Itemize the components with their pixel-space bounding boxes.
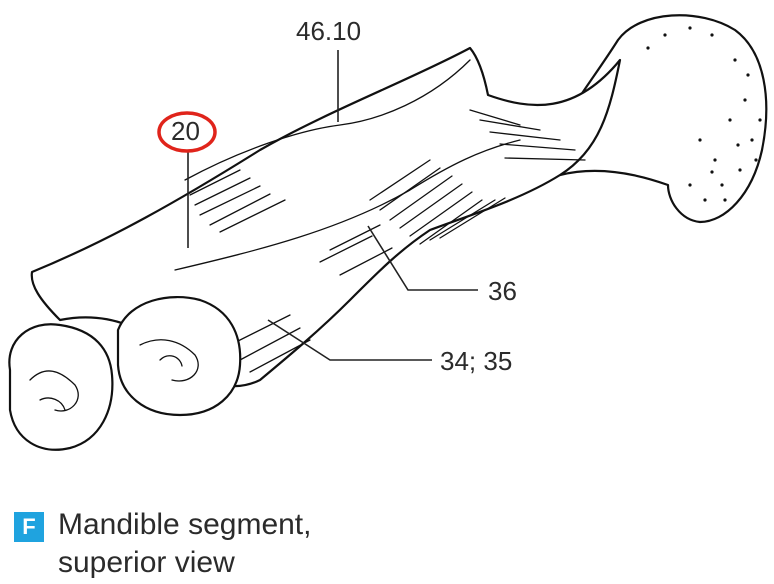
caption-text: Mandible segment, superior view — [58, 506, 311, 582]
caption-badge: F — [14, 512, 44, 542]
leader-line-right-upper — [367, 225, 478, 291]
caption-line-2: superior view — [58, 546, 235, 579]
highlight-circle — [157, 111, 217, 153]
label-right-upper: 36 — [488, 276, 517, 306]
molar-tooth-2 — [116, 296, 242, 417]
label-circled: 20 — [171, 116, 200, 146]
molar-tooth-1 — [8, 323, 114, 451]
label-right-lower: 34; 35 — [440, 346, 512, 376]
bone-hatching — [189, 109, 586, 373]
figure-caption: F Mandible segment, superior view — [14, 506, 311, 582]
leader-line-right-lower — [267, 319, 432, 361]
caption-line-1: Mandible segment, — [58, 508, 312, 541]
inner-line — [174, 139, 521, 271]
label-top: 46.10 — [296, 16, 361, 46]
mylohyoid-ridge — [184, 59, 471, 181]
condyle-stipple — [646, 26, 762, 202]
